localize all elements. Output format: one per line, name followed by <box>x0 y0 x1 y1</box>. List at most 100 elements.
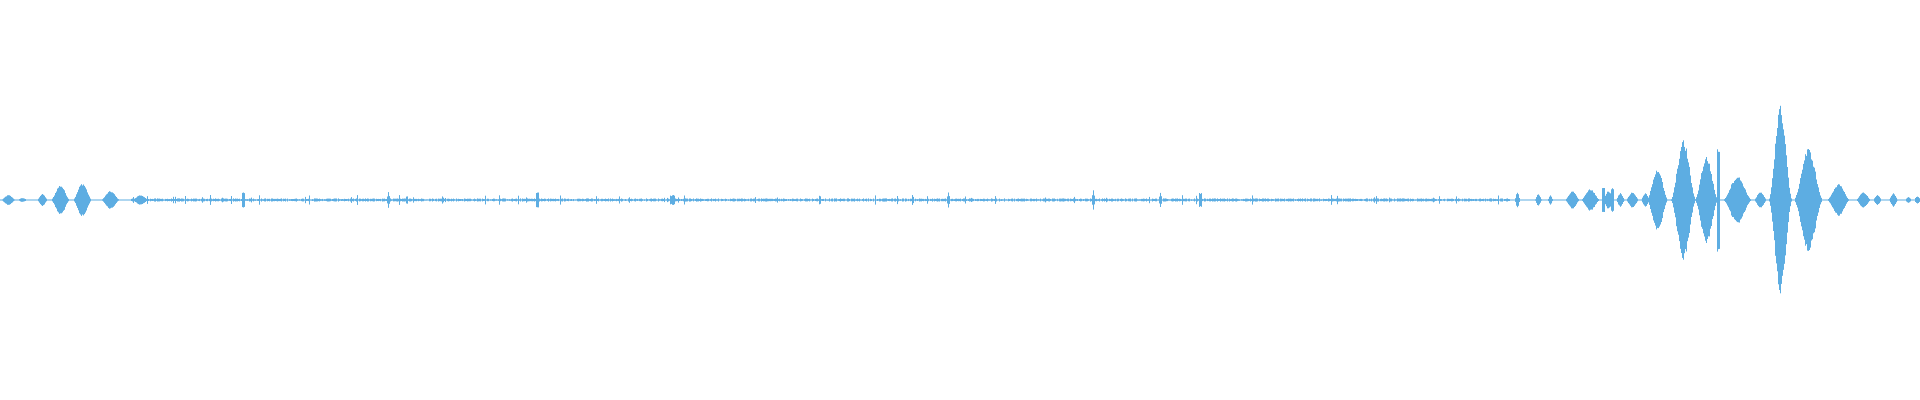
waveform-sample <box>260 199 261 201</box>
waveform-sample <box>376 198 377 202</box>
waveform-sample <box>1416 199 1417 201</box>
waveform-sample <box>631 198 632 202</box>
waveform-sample <box>729 199 730 201</box>
waveform-sample <box>267 198 268 202</box>
waveform-sample <box>382 198 383 202</box>
waveform-sample <box>1451 198 1452 202</box>
waveform-sample <box>471 199 472 201</box>
waveform-sample <box>399 195 400 205</box>
waveform-sample <box>1349 198 1350 202</box>
waveform-sample <box>1608 191 1609 209</box>
waveform-sample <box>519 199 520 201</box>
waveform-sample <box>1754 199 1755 201</box>
waveform-sample <box>1877 195 1878 205</box>
waveform-sample <box>1427 198 1428 202</box>
waveform-sample <box>946 199 947 201</box>
waveform-sample <box>916 199 917 201</box>
waveform-sample <box>1017 198 1018 202</box>
waveform-sample <box>1213 198 1214 202</box>
waveform-sample <box>1241 199 1242 201</box>
waveform-sample <box>643 199 644 201</box>
waveform-sample <box>1244 199 1245 201</box>
waveform-sample <box>1027 199 1028 201</box>
waveform-sample <box>492 199 493 201</box>
waveform-sample <box>656 199 657 201</box>
waveform-sample <box>638 199 639 201</box>
waveform-sample <box>1154 199 1155 201</box>
waveform-sample <box>4 197 5 203</box>
waveform-sample <box>1176 198 1177 202</box>
waveform-sample <box>1108 199 1109 201</box>
waveform-sample <box>1607 191 1608 209</box>
waveform-sample <box>1600 199 1601 201</box>
waveform-sample <box>329 198 330 202</box>
waveform-sample <box>1033 198 1034 202</box>
waveform-sample <box>1741 181 1742 219</box>
waveform-sample <box>1822 199 1823 201</box>
waveform-sample <box>498 199 499 201</box>
waveform-sample <box>295 198 296 202</box>
waveform-sample <box>1133 199 1134 201</box>
waveform-sample <box>1880 198 1881 202</box>
waveform-sample <box>1802 169 1803 231</box>
waveform-sample <box>281 198 282 202</box>
waveform-sample <box>816 198 817 202</box>
waveform-sample <box>1338 198 1339 202</box>
waveform-sample <box>450 199 451 201</box>
waveform-sample <box>1709 163 1710 237</box>
waveform-sample <box>103 198 104 202</box>
waveform-sample <box>1231 198 1232 202</box>
waveform-sample <box>1127 199 1128 201</box>
waveform-sample <box>1267 198 1268 202</box>
waveform-sample <box>401 199 402 201</box>
waveform-sample <box>1219 199 1220 201</box>
waveform-sample <box>1689 166 1690 233</box>
waveform-sample <box>1677 168 1678 232</box>
waveform-sample <box>462 199 463 202</box>
waveform-sample <box>1778 114 1779 285</box>
waveform-sample <box>1090 198 1091 202</box>
waveform-sample <box>669 199 670 201</box>
waveform-sample <box>605 198 606 202</box>
waveform-sample <box>1037 199 1038 201</box>
waveform-sample <box>805 198 806 202</box>
waveform-sample <box>1306 199 1307 201</box>
waveform-sample <box>254 199 255 201</box>
waveform-sample <box>1611 189 1612 211</box>
waveform-sample <box>1535 199 1536 201</box>
waveform-sample <box>370 198 371 202</box>
waveform-sample <box>1148 199 1149 201</box>
waveform-sample <box>425 199 426 201</box>
waveform-sample <box>36 199 37 201</box>
waveform-sample <box>690 198 691 202</box>
waveform-sample <box>419 199 420 201</box>
waveform-sample <box>1811 159 1812 241</box>
waveform-sample <box>465 198 466 202</box>
waveform-sample <box>1290 198 1291 202</box>
waveform-sample <box>40 195 41 205</box>
waveform-sample <box>452 199 453 201</box>
waveform-sample <box>1388 199 1389 201</box>
waveform-sample <box>938 198 939 202</box>
waveform-sample <box>487 198 488 202</box>
waveform-sample <box>276 198 277 202</box>
waveform-sample <box>1010 199 1011 201</box>
waveform-sample <box>1058 199 1059 201</box>
waveform-sample <box>334 198 335 202</box>
waveform-sample <box>1291 198 1292 202</box>
waveform-sample <box>799 199 800 201</box>
waveform-sample <box>282 199 283 201</box>
waveform-sample <box>227 198 228 202</box>
waveform-sample <box>1208 199 1209 201</box>
waveform-sample <box>167 198 168 202</box>
waveform-sample <box>1161 196 1162 204</box>
waveform-sample <box>457 199 458 201</box>
waveform-sample <box>284 198 285 201</box>
waveform-sample <box>250 198 251 202</box>
waveform-sample <box>824 199 825 201</box>
waveform-sample <box>887 199 888 201</box>
waveform-sample <box>1143 198 1144 202</box>
waveform-sample <box>912 195 913 205</box>
waveform-sample <box>722 199 723 201</box>
waveform-sample <box>296 198 297 202</box>
